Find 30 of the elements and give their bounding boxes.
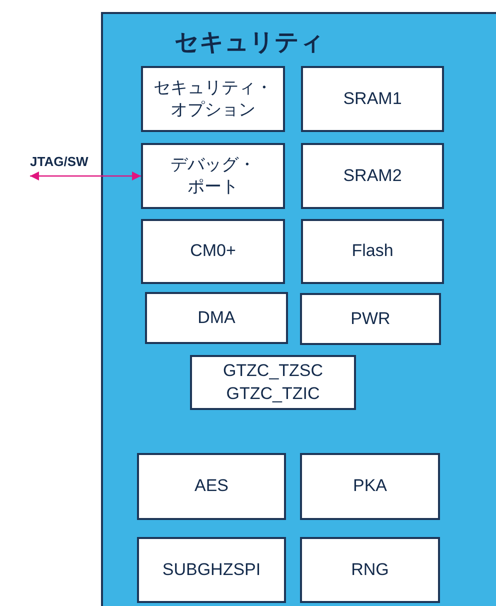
- block-box: [301, 66, 444, 132]
- interface-label: JTAG/SW: [30, 154, 88, 176]
- block-box: [300, 537, 440, 603]
- block-box: [141, 143, 285, 209]
- block-box: [190, 355, 356, 410]
- block-box: [300, 293, 441, 345]
- block-label: Flash: [352, 240, 394, 262]
- block-label: SRAM2: [343, 164, 402, 187]
- block-box: [300, 453, 440, 520]
- block-label: RNG: [351, 558, 389, 581]
- block-label: DMA: [198, 306, 236, 329]
- block-label: CM0+: [190, 240, 236, 262]
- block-box: [137, 453, 286, 520]
- block-label: SUBGHZSPI: [162, 558, 261, 581]
- block-label: PKA: [352, 475, 388, 498]
- block-box: [301, 219, 444, 284]
- block-label: AES: [194, 475, 229, 498]
- block-label: デバッグ・ポート: [170, 154, 256, 198]
- block-label: セキュリティ・オプション: [152, 76, 274, 121]
- block-box: [141, 219, 285, 284]
- security-region: [101, 12, 496, 606]
- block-label: GTZC_TZSC GTZC_TZIC: [222, 360, 324, 404]
- region-title: セキュリティ: [174, 28, 326, 58]
- block-box: [141, 66, 285, 132]
- block-box: [145, 292, 288, 344]
- block-label: SRAM1: [343, 88, 402, 110]
- block-box: [137, 537, 286, 603]
- double-arrow: [30, 172, 141, 180]
- block-box: [301, 143, 444, 209]
- block-label: PWR: [350, 308, 390, 330]
